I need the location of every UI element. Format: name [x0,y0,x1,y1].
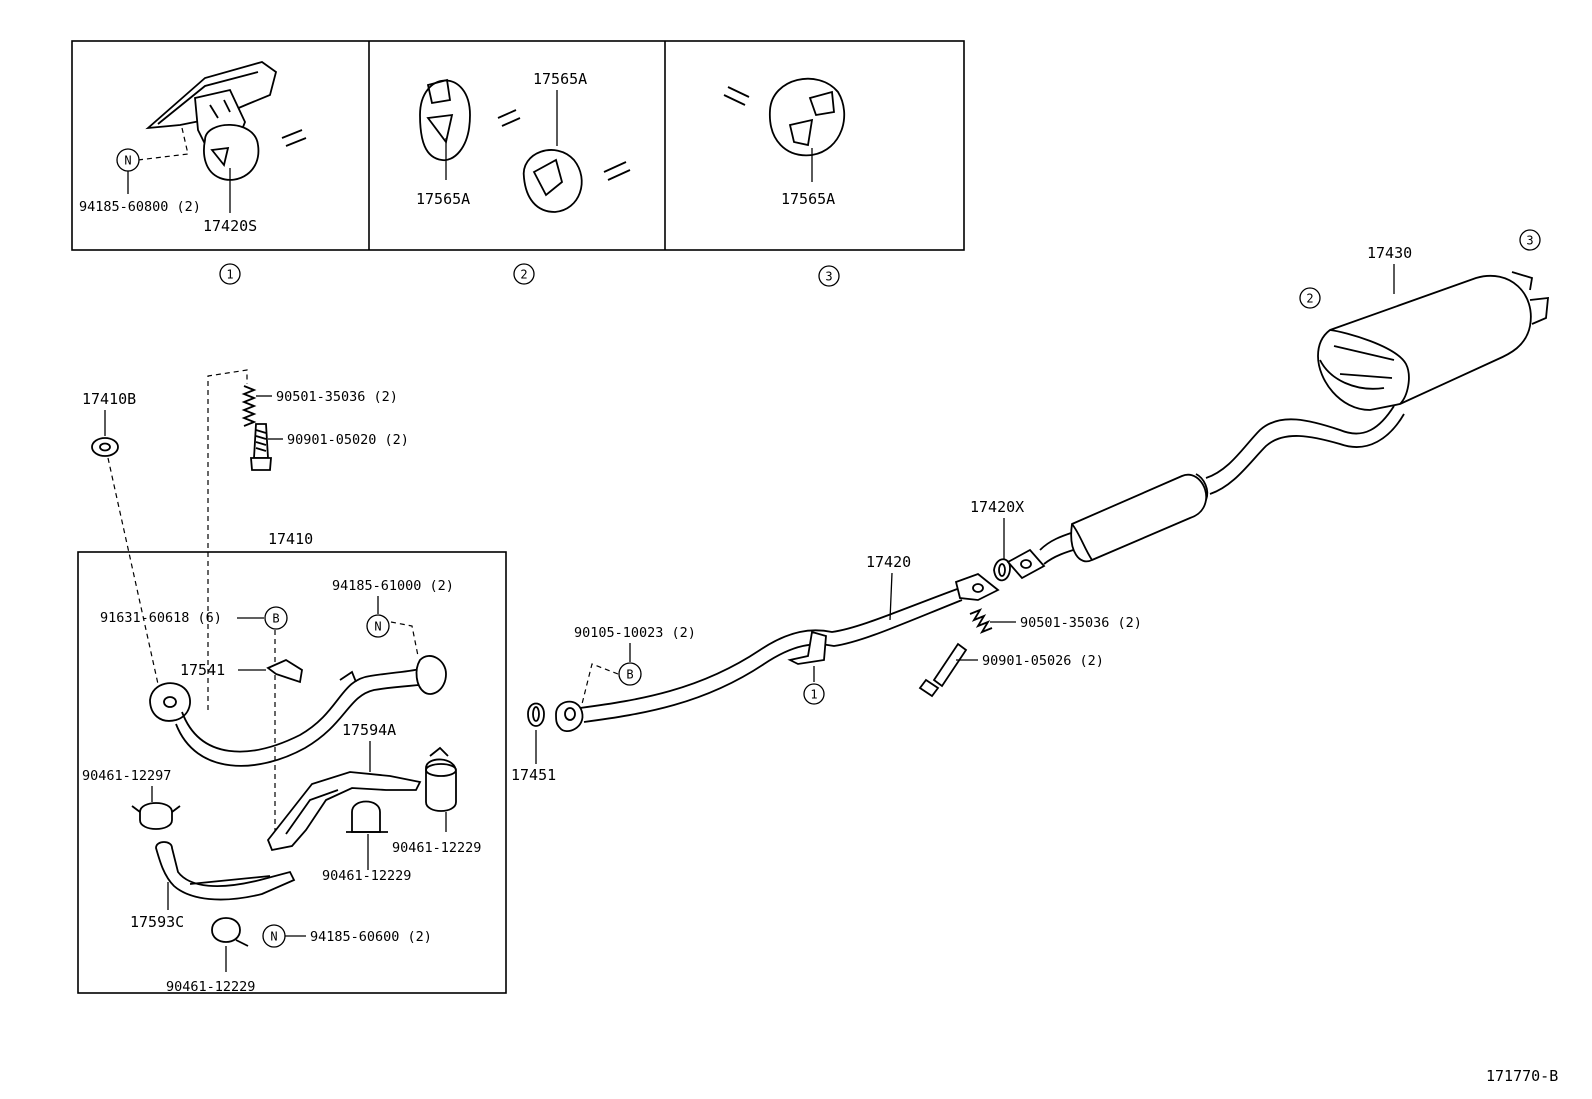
clamp-90461-12229 [351,800,381,833]
nut-symbol: N [124,154,131,168]
inset-marker-3: 3 [818,265,840,287]
gasket-17420X [993,558,1011,582]
label-90501-35036-b: 90501-35036 (2) [1020,615,1142,631]
label-90461-12297: 90461-12297 [82,768,171,784]
svg-text:2: 2 [1306,292,1313,306]
label-90501-35036-a: 90501-35036 (2) [276,389,398,405]
center-pipe-group: 17451 90105-10023 (2) B 17420 1 [511,553,1000,784]
inset1-hanger-drawing [137,61,307,181]
label-94185-60600: 94185-60600 (2) [310,929,432,945]
label-17594A: 17594A [342,721,396,739]
label-17565A-left: 17565A [416,190,470,208]
inset1-nut-mark: N [116,148,140,172]
heat-shield-17594A [266,771,422,852]
label-17593C: 17593C [130,913,184,931]
label-17420S: 17420S [203,217,257,235]
label-17410B: 17410B [82,390,136,408]
label-17420: 17420 [866,553,911,571]
bolt-90901 [253,423,269,459]
tail-pipe-group: 17420X 90501-35036 (2) 90901-05026 (2) [918,229,1550,698]
label-94185-60800: 94185-60800 (2) [79,199,201,215]
clamp-90461-12297 [139,802,173,830]
inset-marker-1: 1 [219,263,241,285]
nut-symbol: N [270,930,277,944]
label-91631-60618: 91631-60618 (6) [100,610,222,626]
label-17420X: 17420X [970,498,1024,516]
front-pipe-assembly-frame [77,551,507,994]
tail-pipe-17430 [1006,271,1550,580]
front-pipe-17410 [149,655,447,767]
label-90461-12229-a: 90461-12229 [392,840,481,856]
inset2-insulator-drawing [419,78,631,213]
label-17430: 17430 [1367,244,1412,262]
bolt-90901 [932,642,968,688]
heat-shield-17593C [155,841,296,901]
front-pipe-group: 17410B 90501-35036 (2) 90901-05020 (2) 1… [77,369,507,995]
bolt-symbol: B [272,612,279,626]
label-90461-12229-c: 90461-12229 [166,979,255,995]
inset-marker-2: 2 [513,263,535,285]
ref-marker-2: 2 [1299,287,1321,309]
clamp-90461-12229 [425,758,457,812]
label-17541: 17541 [180,661,225,679]
inset3-insulator-drawing [723,77,846,157]
center-pipe-17420 [555,572,1000,733]
svg-text:3: 3 [825,270,832,284]
label-94185-61000: 94185-61000 (2) [332,578,454,594]
muffler-17430 [1317,275,1532,411]
clamp-90461-12229 [211,917,241,943]
inset-panels: N 94185-60800 (2) 17420S 17565A 17565A 1… [71,40,965,287]
diagram-code: 171770-B [1486,1067,1558,1085]
spring-90501 [241,385,257,427]
label-17565A-inset3: 17565A [781,190,835,208]
label-17451: 17451 [511,766,556,784]
label-17565A-top: 17565A [533,70,587,88]
inset-frame [71,40,965,251]
label-17410: 17410 [268,530,313,548]
nut-symbol: N [374,620,381,634]
svg-text:3: 3 [1526,234,1533,248]
label-90105-10023: 90105-10023 (2) [574,625,696,641]
label-90901-05020: 90901-05020 (2) [287,432,409,448]
label-90901-05026: 90901-05026 (2) [982,653,1104,669]
ref-marker-1: 1 [810,688,817,702]
gasket-17410B [91,437,119,457]
resonator [1070,473,1208,563]
ref-marker-3: 3 [1519,229,1541,251]
gasket-17451 [527,702,545,727]
bracket-17541 [266,658,303,684]
spring-90501 [969,608,993,634]
label-90461-12229-b: 90461-12229 [322,868,411,884]
svg-text:2: 2 [520,268,527,282]
svg-text:1: 1 [226,268,233,282]
bolt-symbol: B [626,668,633,682]
